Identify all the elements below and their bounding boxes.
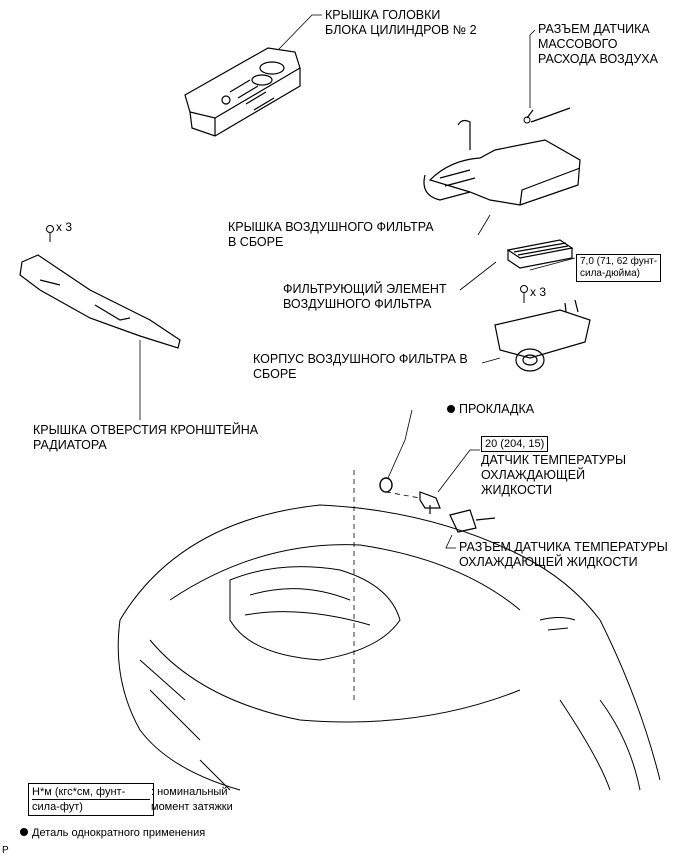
air-filter-cap-label: КРЫШКА ВОЗДУШНОГО ФИЛЬТРА В СБОРЕ: [228, 220, 434, 250]
label-line: ЖИДКОСТИ: [481, 483, 553, 497]
label-line: ОХЛАЖДАЮЩЕЙ: [481, 468, 586, 482]
gasket-label: ПРОКЛАДКА: [447, 402, 534, 417]
filter-element-drawing: [506, 239, 574, 269]
coolant-sensor-label: ДАТЧИК ТЕМПЕРАТУРЫ ОХЛАЖДАЮЩЕЙ ЖИДКОСТИ: [481, 453, 626, 498]
gasket-drawing: [379, 477, 393, 493]
label-line: В СБОРЕ: [228, 235, 284, 249]
legend-unit-line: Н*м (кгс*см, фунт-: [32, 785, 150, 800]
gasket-label-text: ПРОКЛАДКА: [459, 402, 535, 416]
filter-case-bolt-qty: x 3: [530, 285, 547, 299]
filter-case-torque-box: 7,0 (71, 62 фунт- сила-дюйма): [576, 254, 662, 282]
label-line: БЛОКА ЦИЛИНДРОВ № 2: [325, 23, 477, 37]
filter-case-drawing: [494, 299, 591, 372]
radiator-cover-drawing: [19, 254, 181, 349]
label-line: РАЗЪЕМ ДАТЧИКА ТЕМПЕРАТУРЫ: [459, 540, 668, 554]
legend-single-use-text: Деталь однократного применения: [32, 827, 206, 839]
cylinder-head-cover-drawing: [184, 47, 301, 137]
maf-connector-label: РАЗЪЕМ ДАТЧИКА МАССОВОГО РАСХОДА ВОЗДУХА: [538, 22, 658, 67]
coolant-connector-label: РАЗЪЕМ ДАТЧИКА ТЕМПЕРАТУРЫ ОХЛАЖДАЮЩЕЙ Ж…: [459, 540, 668, 570]
label-line: КРЫШКА ГОЛОВКИ: [325, 8, 441, 22]
coolant-connector-drawing: [449, 509, 496, 533]
label-line: КОРПУС ВОЗДУШНОГО ФИЛЬТРА В: [253, 352, 468, 366]
filter-case-label: КОРПУС ВОЗДУШНОГО ФИЛЬТРА В СБОРЕ: [253, 352, 468, 382]
label-line: КРЫШКА ОТВЕРСТИЯ КРОНШТЕЙНА: [33, 423, 259, 437]
filter-case-bolt-drawing: [520, 285, 528, 303]
cylinder-head-cover-label: КРЫШКА ГОЛОВКИ БЛОКА ЦИЛИНДРОВ № 2: [325, 8, 477, 38]
vehicle-outline-drawing: [117, 504, 661, 791]
coolant-sensor-drawing: [419, 491, 441, 514]
filter-element-label: ФИЛЬТРУЮЩИЙ ЭЛЕМЕНТ ВОЗДУШНОГО ФИЛЬТРА: [283, 282, 447, 312]
label-line: МАССОВОГО: [538, 37, 618, 51]
radiator-cover-bolt-qty: x 3: [56, 220, 73, 234]
label-line: РАСХОДА ВОЗДУХА: [538, 52, 658, 66]
torque-line: 7,0 (71, 62 фунт-: [580, 256, 658, 267]
legend-unit-line: сила-фут): [32, 801, 83, 813]
legend-desc-line: момент затяжки: [151, 801, 233, 813]
radiator-cover-bolt-drawing: [46, 225, 54, 242]
label-line: РАЗЪЕМ ДАТЧИКА: [538, 22, 650, 36]
legend-single-use: Деталь однократного применения: [20, 826, 205, 841]
label-line: ФИЛЬТРУЮЩИЙ ЭЛЕМЕНТ: [283, 282, 447, 296]
legend-unit-description: : номинальный момент затяжки: [151, 785, 233, 815]
legend-desc-line: : номинальный: [151, 786, 228, 798]
label-line: ВОЗДУШНОГО ФИЛЬТРА: [283, 297, 432, 311]
radiator-cover-label: КРЫШКА ОТВЕРСТИЯ КРОНШТЕЙНА РАДИАТОРА: [33, 423, 258, 453]
single-use-bullet-icon: [447, 405, 455, 413]
corner-mark: P: [2, 845, 9, 856]
label-line: СБОРЕ: [253, 367, 297, 381]
legend-unit-box: Н*м (кгс*см, фунт- сила-фут): [28, 783, 154, 816]
maf-connector-drawing: [523, 107, 571, 124]
label-line: ОХЛАЖДАЮЩЕЙ ЖИДКОСТИ: [459, 555, 638, 569]
label-line: КРЫШКА ВОЗДУШНОГО ФИЛЬТРА: [228, 220, 434, 234]
air-filter-cap-drawing: [423, 119, 581, 206]
coolant-sensor-torque-box: 20 (204, 15): [481, 436, 549, 452]
label-line: РАДИАТОРА: [33, 438, 107, 452]
torque-value: 20 (204, 15): [485, 438, 545, 450]
single-use-bullet-icon: [20, 828, 28, 836]
label-line: ДАТЧИК ТЕМПЕРАТУРЫ: [481, 453, 627, 467]
torque-line: сила-дюйма): [580, 268, 640, 279]
